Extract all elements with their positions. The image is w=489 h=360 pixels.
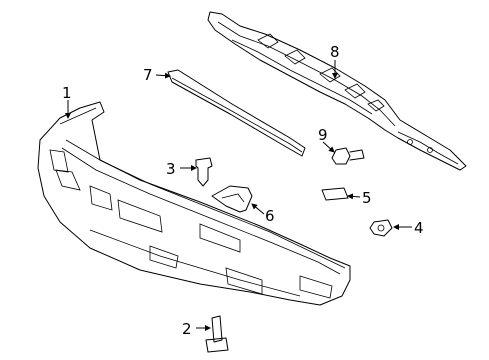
callout-4: 4 (414, 219, 424, 237)
retainer-strip-part (167, 69, 306, 157)
leader-5 (347, 193, 361, 200)
leader-6 (251, 203, 265, 215)
callout-3: 3 (166, 160, 176, 178)
bolt-part-9 (331, 147, 365, 165)
callout-8: 8 (330, 43, 340, 61)
bolt-part-2 (205, 315, 229, 353)
impact-bar-part (207, 11, 467, 171)
bracket-part (211, 185, 253, 213)
clip-part-3 (195, 157, 213, 187)
leader-7 (155, 72, 171, 79)
pad-part-5 (321, 187, 349, 201)
bumper-cover-part (37, 101, 351, 306)
callout-5: 5 (362, 189, 372, 207)
callout-1: 1 (62, 84, 72, 102)
callout-7: 7 (143, 66, 153, 84)
callout-6: 6 (265, 207, 275, 225)
leader-9 (322, 141, 335, 153)
callout-9: 9 (318, 126, 328, 144)
clip-part-4 (369, 219, 393, 237)
callout-2: 2 (182, 320, 192, 338)
